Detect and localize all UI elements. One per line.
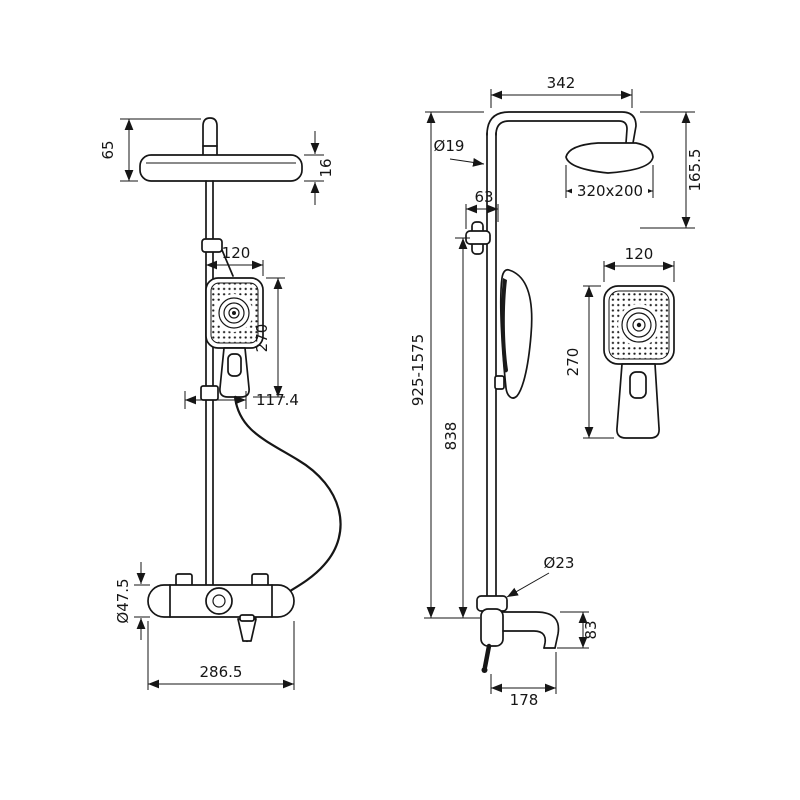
dim-label: 270 (253, 324, 271, 353)
mixer-lever-side (482, 643, 492, 670)
dim-side-total-height: 925-1575 (409, 111, 484, 619)
dim-side-riser-height: 838 (442, 237, 470, 618)
dim-label: Ø47.5 (114, 578, 132, 623)
dim-side-bracket-depth: 63 (465, 188, 499, 229)
handshower-button-front (227, 353, 242, 377)
holder-bracket-front (201, 238, 223, 253)
dim-front-handshower-width: 120 (205, 244, 264, 276)
detail-ring-inner (632, 318, 646, 332)
dim-label: 270 (564, 348, 582, 377)
mixer-hose-outlet (239, 614, 255, 622)
spray-center-dot (232, 311, 236, 315)
mixer-center-boss (205, 587, 233, 615)
dim-side-spout-drop: 83 (557, 611, 600, 649)
dim-detail-length: 270 (564, 285, 614, 439)
dim-label: 63 (474, 188, 493, 206)
spout-outer (502, 611, 560, 649)
detail-center-dot (636, 322, 642, 328)
handshower-detail-view: 120 270 (564, 245, 675, 439)
shower-arm-side-outer (486, 111, 637, 144)
spout-inner (502, 630, 547, 649)
side-view: 342 Ø19 63 320x200 165.5 (409, 74, 704, 709)
dim-label: 117.4 (256, 391, 299, 409)
dim-side-spout-reach: 178 (490, 652, 557, 709)
spray-ring-mid (223, 302, 245, 324)
mixer-lever-tip (481, 667, 488, 673)
dim-label: 120 (222, 244, 251, 262)
dim-label: 925-1575 (409, 334, 427, 406)
overhead-shower-side (565, 142, 654, 174)
handshower-holder-side (494, 375, 505, 390)
overhead-shower-plate-front (139, 154, 303, 182)
spray-ring-inner (228, 307, 240, 319)
handshower-side (499, 268, 533, 399)
shower-arm-front (202, 117, 218, 156)
dim-label: 320x200 (577, 182, 643, 200)
dim-front-mixer-diameter: Ø47.5 (114, 562, 150, 640)
dim-side-arm-reach: 342 (490, 74, 633, 108)
dim-side-head-drop: 165.5 (640, 111, 704, 229)
dim-detail-width: 120 (603, 245, 675, 282)
hose-cone-fitting (237, 618, 257, 642)
dim-front-handshower-length: 270 (253, 277, 285, 398)
dim-label-backing (572, 183, 648, 199)
mixer-body-side (480, 608, 504, 647)
handshower-handle-detail (616, 363, 660, 439)
dim-label: 342 (547, 74, 576, 92)
dim-label: Ø23 (544, 554, 575, 572)
dim-label: 65 (99, 140, 117, 159)
riser-union-nut (200, 385, 219, 401)
handshower-button-detail (629, 371, 647, 399)
dim-front-offset: 117.4 (184, 391, 299, 409)
handshower-sprayface-side (501, 278, 508, 373)
dim-label: 120 (625, 245, 654, 263)
front-view: 65 16 120 270 117.4 (99, 117, 342, 690)
dim-label: 165.5 (686, 149, 704, 192)
dim-front-head-height: 65 (99, 118, 201, 182)
dim-front-mixer-width: 286.5 (147, 621, 295, 690)
spray-ring-outer (218, 297, 250, 329)
dim-label: 286.5 (200, 663, 243, 681)
dim-side-spout-diameter: Ø23 (506, 554, 575, 598)
dim-label: 83 (582, 620, 600, 639)
detail-ring-mid (626, 312, 652, 338)
dim-front-head-thickness: 16 (304, 131, 335, 205)
dim-label: Ø19 (434, 137, 465, 155)
dim-side-head-size: 320x200 (565, 165, 654, 200)
detail-ring-outer (621, 307, 657, 343)
shower-arm-side-inner (495, 120, 628, 144)
mixer-center-boss-inner (212, 594, 226, 608)
dim-side-pipe-diameter: Ø19 (434, 137, 485, 167)
dim-label: 178 (510, 691, 539, 709)
dim-label: 838 (442, 422, 460, 451)
dim-label: 16 (317, 158, 335, 177)
